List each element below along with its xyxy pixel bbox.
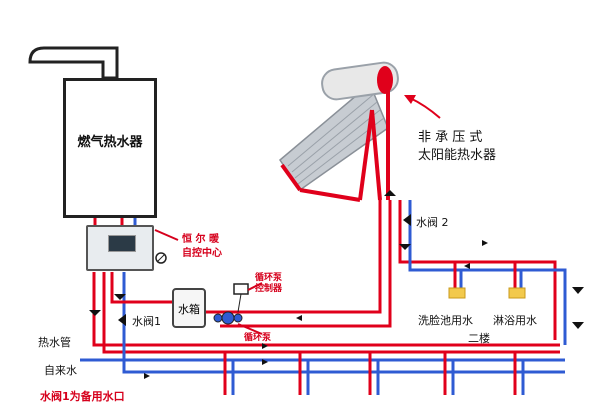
water-tank: 水箱: [172, 288, 206, 328]
tap-water-label: 自来水: [44, 364, 77, 377]
valve1-label: 水阀1: [132, 315, 161, 328]
valve2-symbol: [403, 214, 411, 226]
pump-controller-label-line2: 控制器: [255, 284, 283, 294]
valve1-symbol: [118, 314, 126, 326]
tank-label: 水箱: [178, 303, 200, 316]
circulation-pump-symbol: [213, 311, 243, 325]
solar-pointer-arrow: [409, 97, 441, 119]
gas-water-heater: 燃气热水器: [63, 78, 157, 218]
pump-controller-label-line1: 循环泵: [255, 273, 283, 283]
shower-label: 淋浴用水: [493, 314, 537, 327]
bottom-note: 水阀1为备用水口: [40, 390, 125, 403]
control-center-label-line1: 恒 尔 暖: [182, 234, 219, 245]
solar-water-heater: [279, 61, 441, 202]
second-floor-label: 二楼: [468, 332, 490, 345]
control-center-label-line2: 自控中心: [182, 248, 222, 259]
heater-flue: [28, 46, 119, 80]
pump-label: 循环泵: [244, 333, 272, 343]
solar-label-line1: 非 承 压 式: [418, 130, 483, 145]
control-center-screen: [108, 235, 136, 252]
valve2-label: 水阀 2: [416, 216, 449, 229]
basin-label: 洗脸池用水: [418, 314, 473, 327]
solar-label-line2: 太阳能热水器: [418, 148, 497, 163]
control-center-unit: [86, 225, 154, 271]
hot-pipe-label: 热水管: [38, 336, 71, 349]
gas-heater-label: 燃气热水器: [77, 135, 143, 150]
pump-controller-box: [233, 283, 249, 295]
